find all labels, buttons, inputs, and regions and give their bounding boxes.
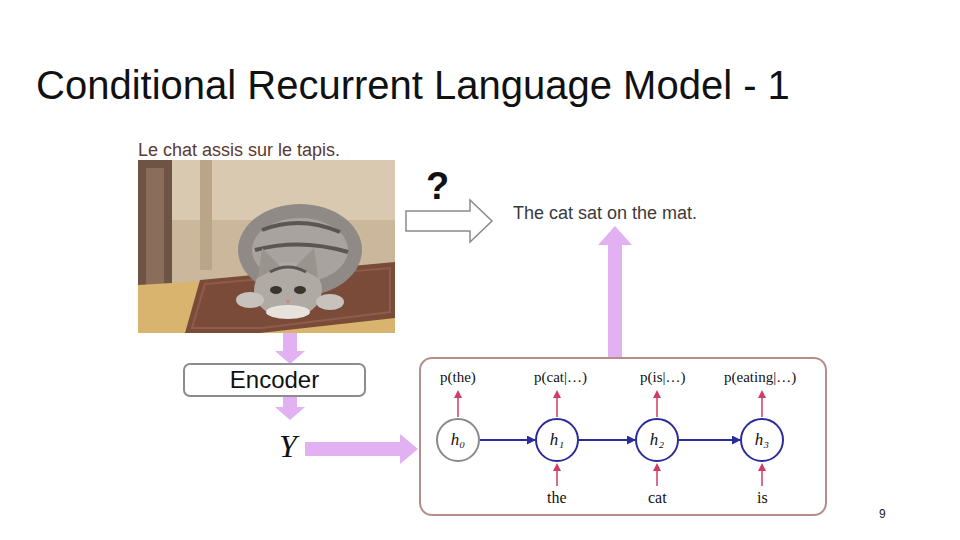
slide-title: Conditional Recurrent Language Model - 1 [36,62,790,108]
flow-arrows [275,226,632,464]
box-label: Encoder [230,367,319,393]
output-prob: p(eating|…) [724,369,796,386]
input-word: is [757,489,768,507]
output-prob: p(cat|…) [534,369,587,386]
state-label: h₃ [755,431,769,450]
question-mark: ? [426,165,449,209]
context-vector: Y [279,428,297,465]
output-prob: p(is|…) [640,369,686,386]
english-output: The cat sat on the mat. [513,203,697,224]
state-label: h₁ [550,431,564,450]
recurrent-connector [679,439,740,441]
page-number: 9 [879,508,886,522]
state-label: h₀ [451,431,465,450]
input-word: cat [648,489,667,507]
recurrent-connector [480,439,535,441]
hidden-state: h₃ [740,418,784,462]
recurrent-connector [579,439,635,441]
french-caption: Le chat assis sur le tapis. [138,140,340,161]
io-arrows [458,392,762,486]
encoder-box: Encoder [183,363,366,397]
state-label: h₂ [650,431,664,450]
cat-photo [138,160,395,333]
hidden-state: h₂ [635,418,679,462]
hidden-state: h₀ [436,418,480,462]
output-prob: p(the) [440,369,476,386]
hidden-state: h₁ [535,418,579,462]
input-word: the [547,489,567,507]
model-panel [420,358,826,515]
